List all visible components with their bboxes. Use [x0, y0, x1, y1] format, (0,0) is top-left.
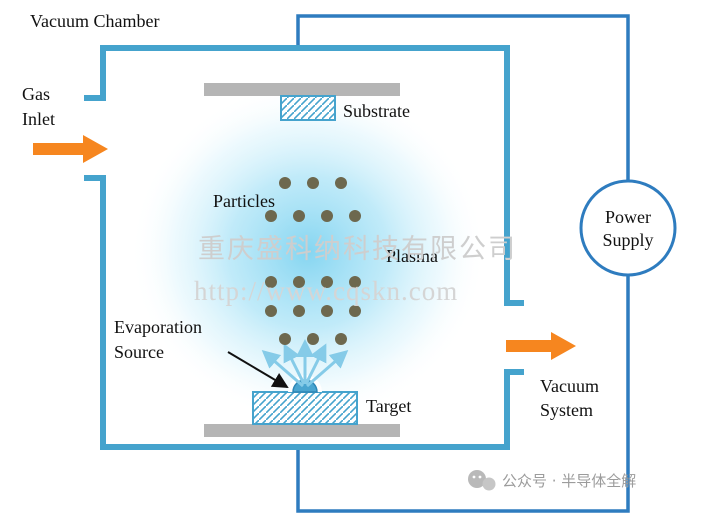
particle-dot: [321, 210, 333, 222]
evaporation-source-label-line2: Source: [114, 342, 164, 362]
wechat-icon-bubble: [482, 477, 496, 491]
particles-label: Particles: [213, 191, 275, 211]
sputter-arrow: [261, 350, 304, 388]
particle-dot: [349, 210, 361, 222]
particle-dot: [335, 177, 347, 189]
sputter-arrow: [283, 343, 306, 385]
gas-inlet-arrow: [33, 135, 108, 163]
bottom-electrode-bar: [204, 424, 400, 437]
particles-dots: [265, 177, 361, 345]
vacuum-system-arrow: [506, 332, 576, 360]
particle-dot: [265, 276, 277, 288]
particle-dot: [335, 333, 347, 345]
vacuum-system-label-line1: Vacuum: [540, 376, 599, 396]
particle-dot: [265, 210, 277, 222]
footer-credit: 公众号 · 半导体全解: [468, 470, 636, 491]
wechat-icon: [468, 470, 486, 488]
particle-dot: [349, 305, 361, 317]
particle-dot: [279, 333, 291, 345]
gas-inlet-label-line1: Gas: [22, 84, 50, 104]
particle-dot: [321, 305, 333, 317]
target-block: [252, 391, 358, 425]
evaporation-source-label-line1: Evaporation: [114, 317, 202, 337]
gas-inlet-label-line2: Inlet: [22, 109, 55, 129]
particle-dot: [279, 177, 291, 189]
particle-dot: [293, 305, 305, 317]
sputter-arrow: [304, 343, 327, 385]
chamber-wall-upper: [84, 45, 524, 306]
particle-dot: [293, 210, 305, 222]
sputter-arrow: [306, 350, 349, 388]
footer-caption: 公众号 · 半导体全解: [502, 472, 636, 490]
substrate-label: Substrate: [343, 101, 410, 121]
chamber-wall-lower: [84, 175, 524, 450]
target-label: Target: [366, 396, 411, 416]
circuit-wire-top: [296, 14, 630, 181]
particle-dot: [293, 276, 305, 288]
wechat-icon-eye: [472, 475, 476, 479]
particle-dot: [321, 276, 333, 288]
particle-dot: [307, 177, 319, 189]
power-supply-label-line1: Power: [605, 207, 651, 227]
particle-dot: [349, 276, 361, 288]
wechat-icon-eye: [478, 475, 482, 479]
plasma-label: Plasma: [386, 246, 438, 266]
substrate-block: [280, 95, 336, 121]
vacuum-chamber-label: Vacuum Chamber: [30, 11, 159, 31]
watermark-url: http://www.cqskn.com: [194, 276, 458, 306]
power-supply-circle: [579, 179, 677, 277]
evaporation-pointer-arrow: [227, 351, 289, 389]
power-supply-label-line2: Supply: [602, 230, 653, 250]
watermark-company: 重庆盛科纳科技有限公司: [198, 234, 517, 264]
sputter-arrows: [261, 339, 349, 388]
particle-dot: [265, 305, 277, 317]
vacuum-system-label-line2: System: [540, 400, 593, 420]
particle-dot: [307, 333, 319, 345]
circuit-wire-bottom: [296, 275, 630, 513]
plasma-glow: [130, 82, 486, 422]
top-electrode-bar: [204, 83, 400, 96]
